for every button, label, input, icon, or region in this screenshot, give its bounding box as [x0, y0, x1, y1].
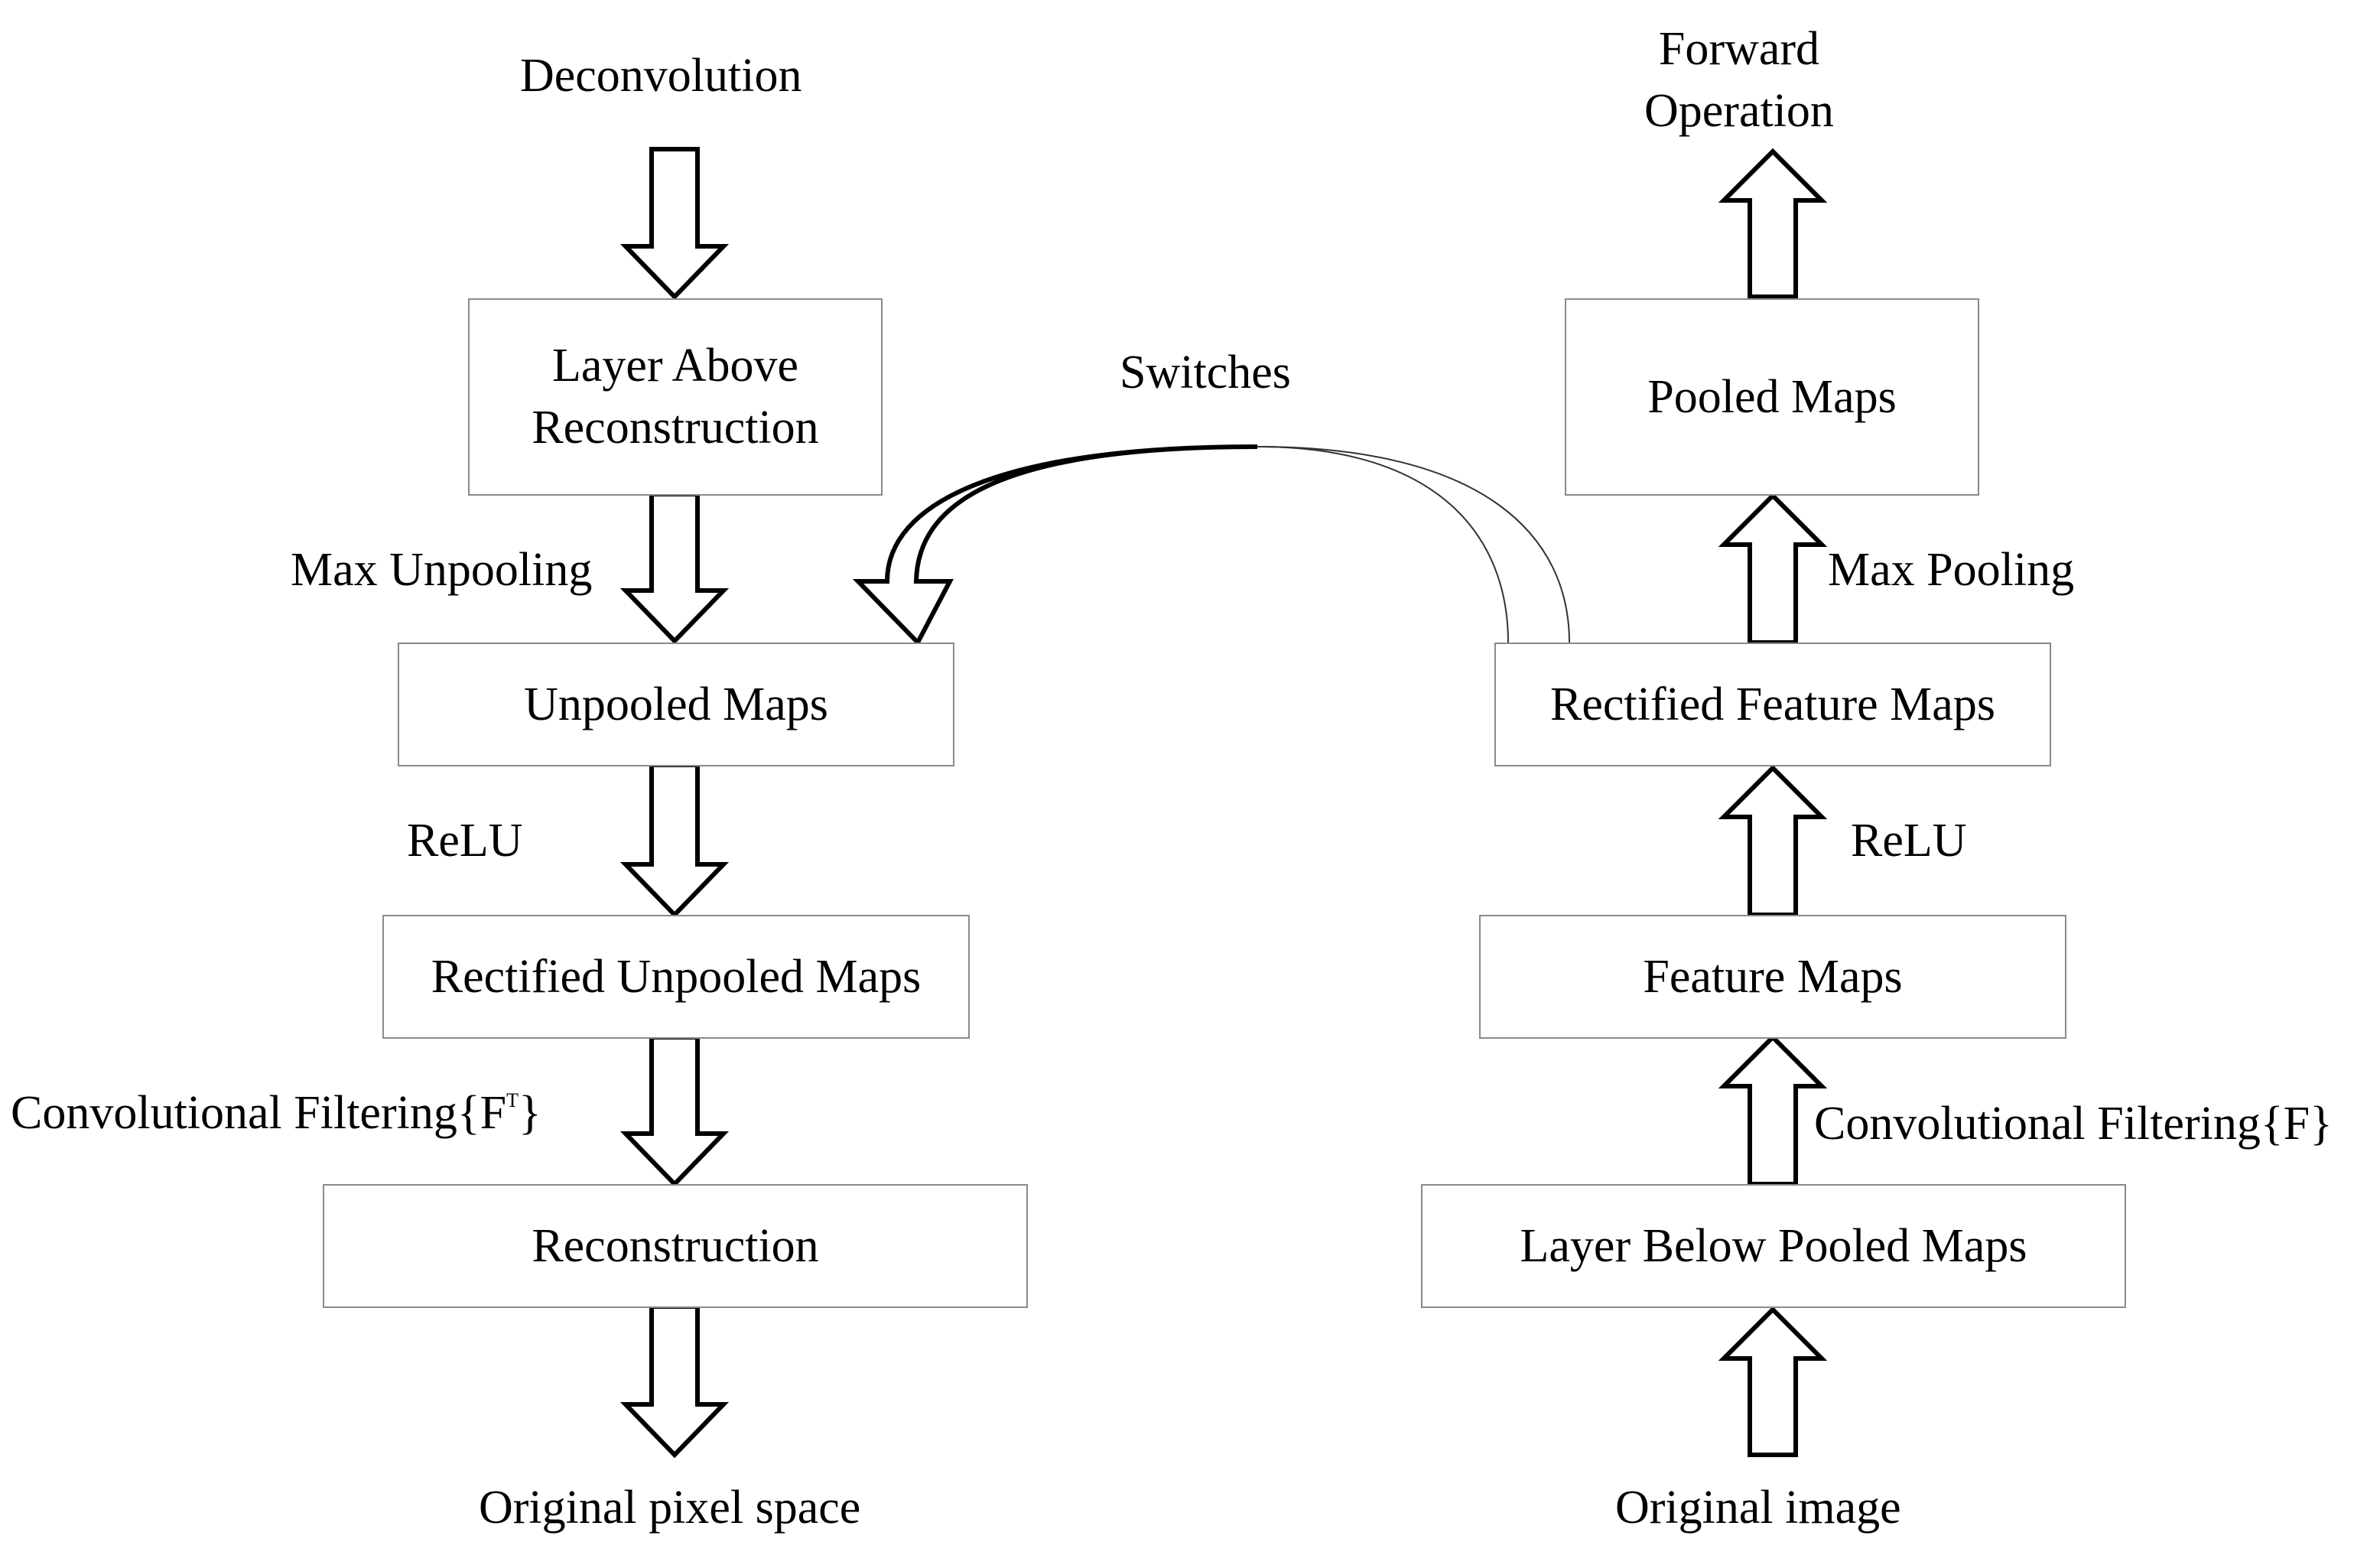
- layer-below-pooled-maps-box: Layer Below Pooled Maps: [1421, 1184, 2126, 1308]
- up-arrow-original-image: [1718, 1306, 1828, 1457]
- forward-operation-label: Forward Operation: [1644, 18, 1834, 142]
- rectified-unpooled-maps-box: Rectified Unpooled Maps: [382, 915, 970, 1039]
- reconstruction-box: Reconstruction: [323, 1184, 1028, 1308]
- feature-maps-box: Feature Maps: [1479, 915, 2066, 1039]
- up-arrow-max-pooling: [1718, 492, 1828, 645]
- conv-filtering-label: Convolutional Filtering{F}: [1814, 1098, 2333, 1150]
- down-arrow-max-unpooling: [619, 492, 730, 645]
- up-arrow-forward-operation: [1718, 148, 1828, 299]
- conv-filtering-transpose-label: Convolutional Filtering{FT}: [11, 1087, 541, 1139]
- layer-below-pooled-maps-text: Layer Below Pooled Maps: [1520, 1219, 2027, 1272]
- layer-above-reconstruction-box: Layer Above Reconstruction: [468, 298, 883, 496]
- down-arrow-conv-filtering-transpose: [619, 1035, 730, 1188]
- up-arrow-relu: [1718, 764, 1828, 917]
- forward-line2: Operation: [1644, 84, 1834, 137]
- pooled-maps-text: Pooled Maps: [1647, 370, 1897, 423]
- reconstruction-text: Reconstruction: [532, 1219, 819, 1272]
- switches-curved-arrow: [852, 444, 1258, 647]
- down-arrow-deconvolution: [619, 147, 730, 301]
- layer-above-line1: Layer Above: [552, 340, 798, 392]
- switches-arc-inner: [1257, 446, 1509, 643]
- up-arrow-conv-filtering: [1718, 1033, 1828, 1186]
- switches-arc-outer: [1257, 446, 1570, 643]
- switches-label: Switches: [1120, 347, 1291, 399]
- unpooled-maps-box: Unpooled Maps: [398, 643, 954, 766]
- original-image-label: Original image: [1615, 1482, 1901, 1534]
- rectified-unpooled-maps-text: Rectified Unpooled Maps: [431, 950, 922, 1003]
- rectified-feature-maps-box: Rectified Feature Maps: [1494, 643, 2051, 766]
- pooled-maps-box: Pooled Maps: [1565, 298, 1979, 496]
- forward-line1: Forward: [1658, 23, 1819, 75]
- max-unpooling-label: Max Unpooling: [291, 544, 593, 596]
- deconvolution-label: Deconvolution: [520, 50, 802, 102]
- layer-above-line2: Reconstruction: [532, 402, 819, 454]
- rectified-feature-maps-text: Rectified Feature Maps: [1550, 678, 1995, 730]
- down-arrow-relu: [619, 763, 730, 919]
- original-pixel-space-label: Original pixel space: [479, 1482, 861, 1534]
- unpooled-maps-text: Unpooled Maps: [524, 678, 828, 730]
- max-pooling-label: Max Pooling: [1828, 544, 2075, 596]
- relu-label-right: ReLU: [1851, 815, 1967, 867]
- relu-label-left: ReLU: [407, 815, 523, 867]
- feature-maps-text: Feature Maps: [1643, 950, 1903, 1003]
- down-arrow-to-pixel-space: [619, 1304, 730, 1459]
